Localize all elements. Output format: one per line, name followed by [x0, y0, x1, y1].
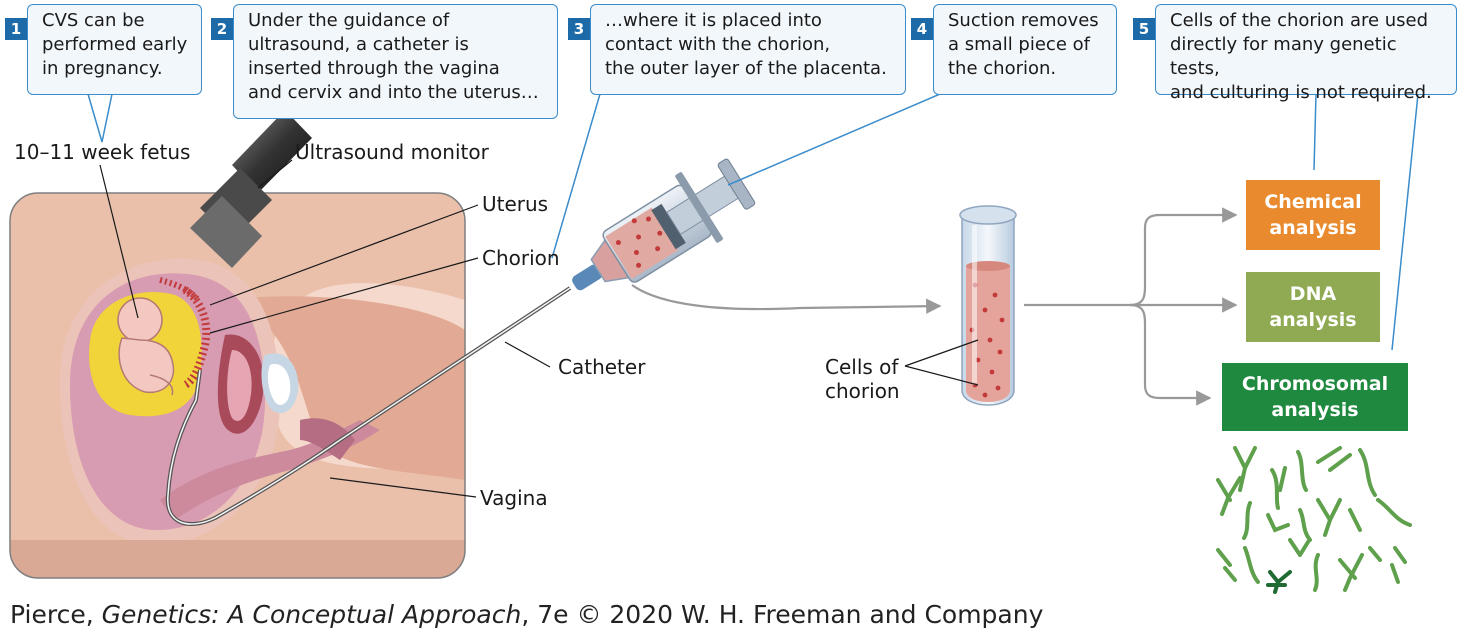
chromosome-spread: [1216, 446, 1412, 592]
label-fetus: 10–11 week fetus: [14, 140, 191, 164]
source-credit: Pierce, Genetics: A Conceptual Approach,…: [10, 600, 1043, 630]
dna-analysis-box: DNA analysis: [1246, 272, 1380, 342]
callout-step-2: Under the guidance of ultrasound, a cath…: [233, 4, 558, 119]
credit-rest: , 7e © 2020 W. H. Freeman and Company: [521, 600, 1044, 629]
chemical-analysis-box: Chemical analysis: [1246, 180, 1380, 250]
syringe-to-tube-arrow: [631, 284, 942, 314]
credit-author: Pierce,: [10, 600, 102, 629]
step-number-3: 3: [568, 18, 590, 40]
step-number-1: 1: [5, 18, 27, 40]
label-cells-of-chorion: Cells of chorion: [825, 355, 900, 403]
chromosomal-analysis-box: Chromosomal analysis: [1222, 363, 1408, 431]
label-ultrasound-monitor: Ultrasound monitor: [295, 140, 489, 164]
step-number-2: 2: [211, 18, 233, 40]
branch-arrows: [1024, 207, 1238, 406]
label-vagina: Vagina: [480, 486, 548, 510]
callout-step-3: …where it is placed into contact with th…: [590, 4, 906, 95]
step-number-5: 5: [1133, 18, 1155, 40]
callout-step-1: CVS can be performed early in pregnancy.: [27, 4, 202, 95]
label-catheter: Catheter: [558, 355, 646, 379]
callout-step-5: Cells of the chorion are used directly f…: [1155, 4, 1457, 103]
leader-lines: [99, 159, 979, 498]
label-chorion: Chorion: [482, 246, 560, 270]
callout-step-4: Suction removes a small piece of the cho…: [933, 4, 1117, 95]
credit-title: Genetics: A Conceptual Approach: [101, 600, 522, 629]
test-tube: [959, 205, 1017, 406]
label-uterus: Uterus: [482, 192, 549, 216]
step-number-4: 4: [911, 18, 933, 40]
ultrasound-probe: [190, 110, 312, 268]
syringe: [572, 158, 756, 291]
highlighted-chromosome: [1266, 570, 1292, 594]
fetus: [117, 297, 175, 396]
